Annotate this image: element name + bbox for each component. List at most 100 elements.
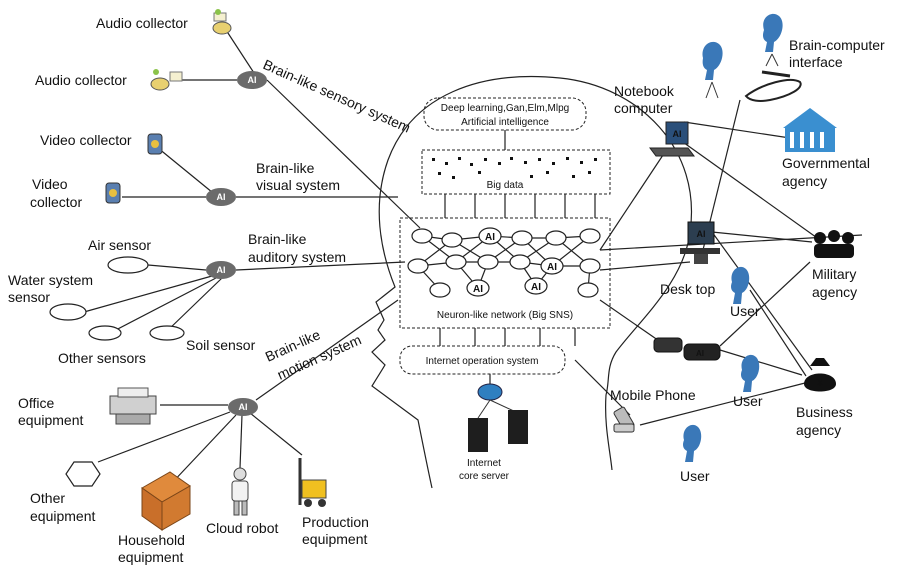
notebook-label-b: computer [614, 100, 673, 116]
internet-os-label: Internet operation system [426, 356, 539, 367]
military-label-a: Military [812, 266, 856, 282]
notebook-label-a: Notebook [614, 83, 675, 99]
soil-sensor-label: Soil sensor [186, 337, 256, 353]
neuron-to-os-links [439, 328, 576, 346]
soil-sensor-icon [149, 325, 185, 341]
military-label-b: agency [812, 284, 857, 300]
visual-system-label-a: Brain-like [256, 160, 315, 176]
production-equipment-label-b: equipment [302, 531, 367, 547]
big-data-dots [432, 157, 597, 179]
household-equipment-label-a: Household [118, 532, 185, 548]
ai-hub-label: AI [239, 402, 248, 412]
user-label: User [730, 303, 760, 319]
robot-icon [231, 467, 249, 516]
laptop-ai-label: AI [673, 129, 682, 139]
office-equipment-label-b: equipment [18, 412, 83, 428]
ai-hub-label: AI [217, 192, 226, 202]
office-equipment-label-a: Office [18, 395, 55, 411]
government-building-icon [783, 108, 837, 152]
core-server-icon: Internet core server [459, 383, 528, 482]
neuron-ai-node: AI [478, 227, 502, 245]
user-head-icon [763, 13, 783, 67]
user-head-icon [741, 354, 760, 392]
ai-hub-label: AI [248, 75, 257, 85]
bci-headset-icon [744, 70, 802, 102]
neuron-nodes [407, 228, 601, 298]
neuron-network-box: AI AI AI AI Neuron-like network (Big SNS… [399, 217, 611, 329]
mobile-phone-label: Mobile Phone [610, 387, 696, 403]
business-moneybag-icon: ¥ [804, 358, 836, 392]
internet-os-box: Internet operation system [399, 345, 566, 375]
neuron-ai-label: AI [547, 262, 557, 273]
ai-hub-label: AI [217, 265, 226, 275]
user-head-icon [683, 424, 702, 462]
laptop-icon: AI [649, 121, 695, 157]
desktop-computer-icon: AI [680, 221, 720, 264]
bci-label-b: interface [789, 54, 843, 70]
ai-hub-auditory: AI [206, 261, 236, 279]
neuron-ai-node: AI [540, 257, 564, 275]
smart-glasses-icon: AI [653, 337, 721, 361]
left-connectors [83, 29, 421, 486]
core-server-label-a: Internet [467, 458, 501, 469]
mobile-phone-icon [613, 406, 635, 433]
neuron-ai-label: AI [485, 232, 495, 243]
neuron-ai-label: AI [531, 282, 541, 293]
neuron-network-label: Neuron-like network (Big SNS) [437, 310, 573, 321]
other-equipment-label-b: equipment [30, 508, 95, 524]
business-label-b: agency [796, 422, 841, 438]
big-data-links [444, 194, 596, 218]
user-label: User [680, 468, 710, 484]
video-collector-label: Video collector [40, 132, 132, 148]
visual-system-label-b: visual system [256, 177, 340, 193]
household-box-icon [141, 471, 191, 531]
other-equipment-label-a: Other [30, 490, 65, 506]
audio-collector-icon [212, 9, 232, 35]
government-label-b: agency [782, 173, 827, 189]
air-sensor-label: Air sensor [88, 237, 151, 253]
svg-text:¥: ¥ [816, 378, 823, 389]
household-equipment-label-b: equipment [118, 549, 183, 565]
desktop-label: Desk top [660, 281, 715, 297]
air-sensor-icon [107, 256, 149, 274]
head-outline [371, 75, 692, 489]
audio-collector-label: Audio collector [35, 72, 127, 88]
other-sensor-icon [88, 325, 122, 341]
big-data-label: Big data [487, 180, 524, 191]
water-sensor-icon [49, 303, 87, 321]
forklift-icon [298, 458, 327, 507]
glasses-ai-label: AI [696, 349, 704, 358]
business-label-a: Business [796, 404, 853, 420]
other-equipment-icon [65, 461, 101, 487]
military-agency-icon [814, 230, 854, 258]
deep-learning-label: Deep learning,Gan,Elm,Mlpg [441, 103, 569, 114]
other-sensors-label: Other sensors [58, 350, 146, 366]
video-collector-label-b: collector [30, 194, 82, 210]
core-server-label-b: core server [459, 471, 510, 482]
production-equipment-label-a: Production [302, 514, 369, 530]
ai-hub-motion: AI [228, 398, 258, 416]
big-data-box: Big data [421, 149, 611, 195]
deep-learning-box: Deep learning,Gan,Elm,Mlpg Artificial in… [423, 97, 587, 131]
government-label-a: Governmental [782, 155, 870, 171]
audio-collector-icon [150, 69, 183, 91]
video-collector-label-a: Video [32, 176, 68, 192]
user-head-icon [731, 266, 750, 304]
audio-collector-label: Audio collector [96, 15, 188, 31]
printer-icon [109, 387, 157, 425]
user-label: User [733, 393, 763, 409]
user-head-icon [702, 41, 723, 99]
ai-label: Artificial intelligence [461, 117, 549, 128]
ai-hub-sensory: AI [237, 71, 267, 89]
water-sensor-label-a: Water system [8, 272, 93, 288]
video-collector-icon [105, 182, 121, 204]
ai-hub-visual: AI [206, 188, 236, 206]
neuron-ai-label: AI [473, 284, 483, 295]
cloud-robot-label: Cloud robot [206, 520, 278, 536]
neuron-ai-node: AI [466, 279, 490, 297]
bci-label-a: Brain-computer [789, 37, 885, 53]
neuron-ai-node: AI [524, 277, 548, 295]
desktop-ai-label: AI [697, 229, 706, 239]
auditory-system-label-a: Brain-like [248, 231, 307, 247]
